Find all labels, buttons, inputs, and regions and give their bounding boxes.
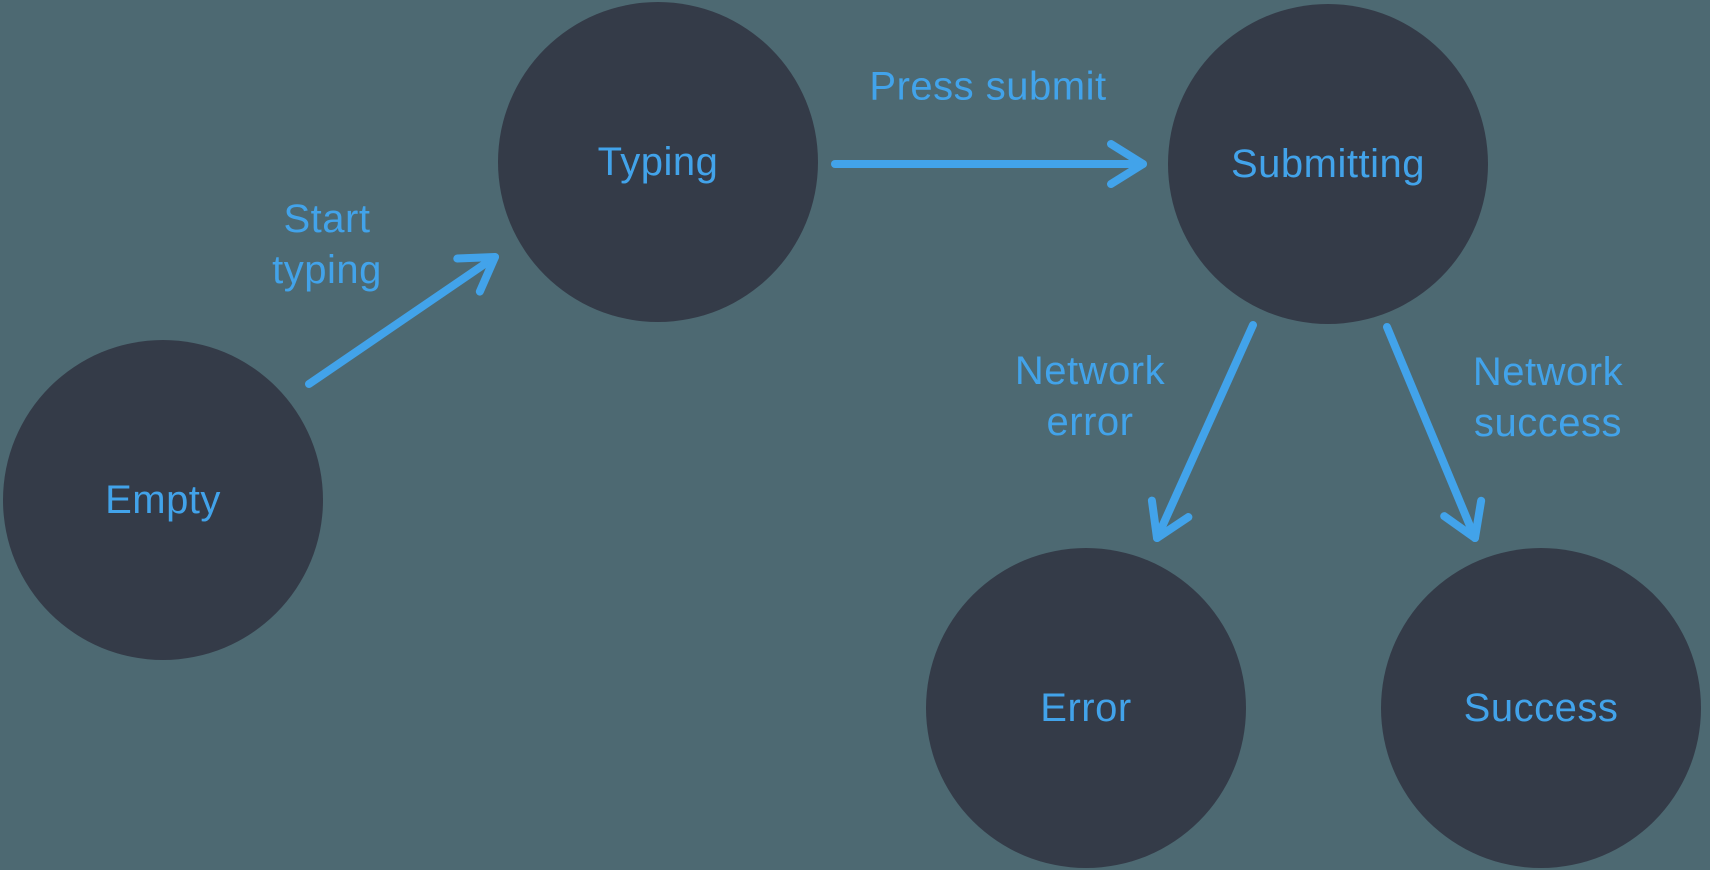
- state-label-error: Error: [1040, 685, 1132, 730]
- transition-label-network-success: Network success: [1472, 350, 1624, 445]
- state-label-typing: Typing: [597, 139, 719, 184]
- transition-label-start-typing: Start typing: [272, 197, 382, 292]
- state-node-typing: Typing: [498, 2, 818, 322]
- state-node-empty: Empty: [3, 340, 323, 660]
- arrow-network-error: [1147, 321, 1257, 542]
- state-node-success: Success: [1381, 548, 1701, 868]
- state-node-submitting: Submitting: [1168, 4, 1488, 324]
- state-label-success: Success: [1463, 685, 1619, 730]
- transition-label-network-error: Network error: [1014, 349, 1166, 444]
- state-label-empty: Empty: [105, 477, 221, 522]
- state-label-submitting: Submitting: [1231, 141, 1425, 186]
- transition-label-press-submit: Press submit: [869, 64, 1107, 109]
- state-node-error: Error: [926, 548, 1246, 868]
- arrow-network-success: [1383, 323, 1486, 542]
